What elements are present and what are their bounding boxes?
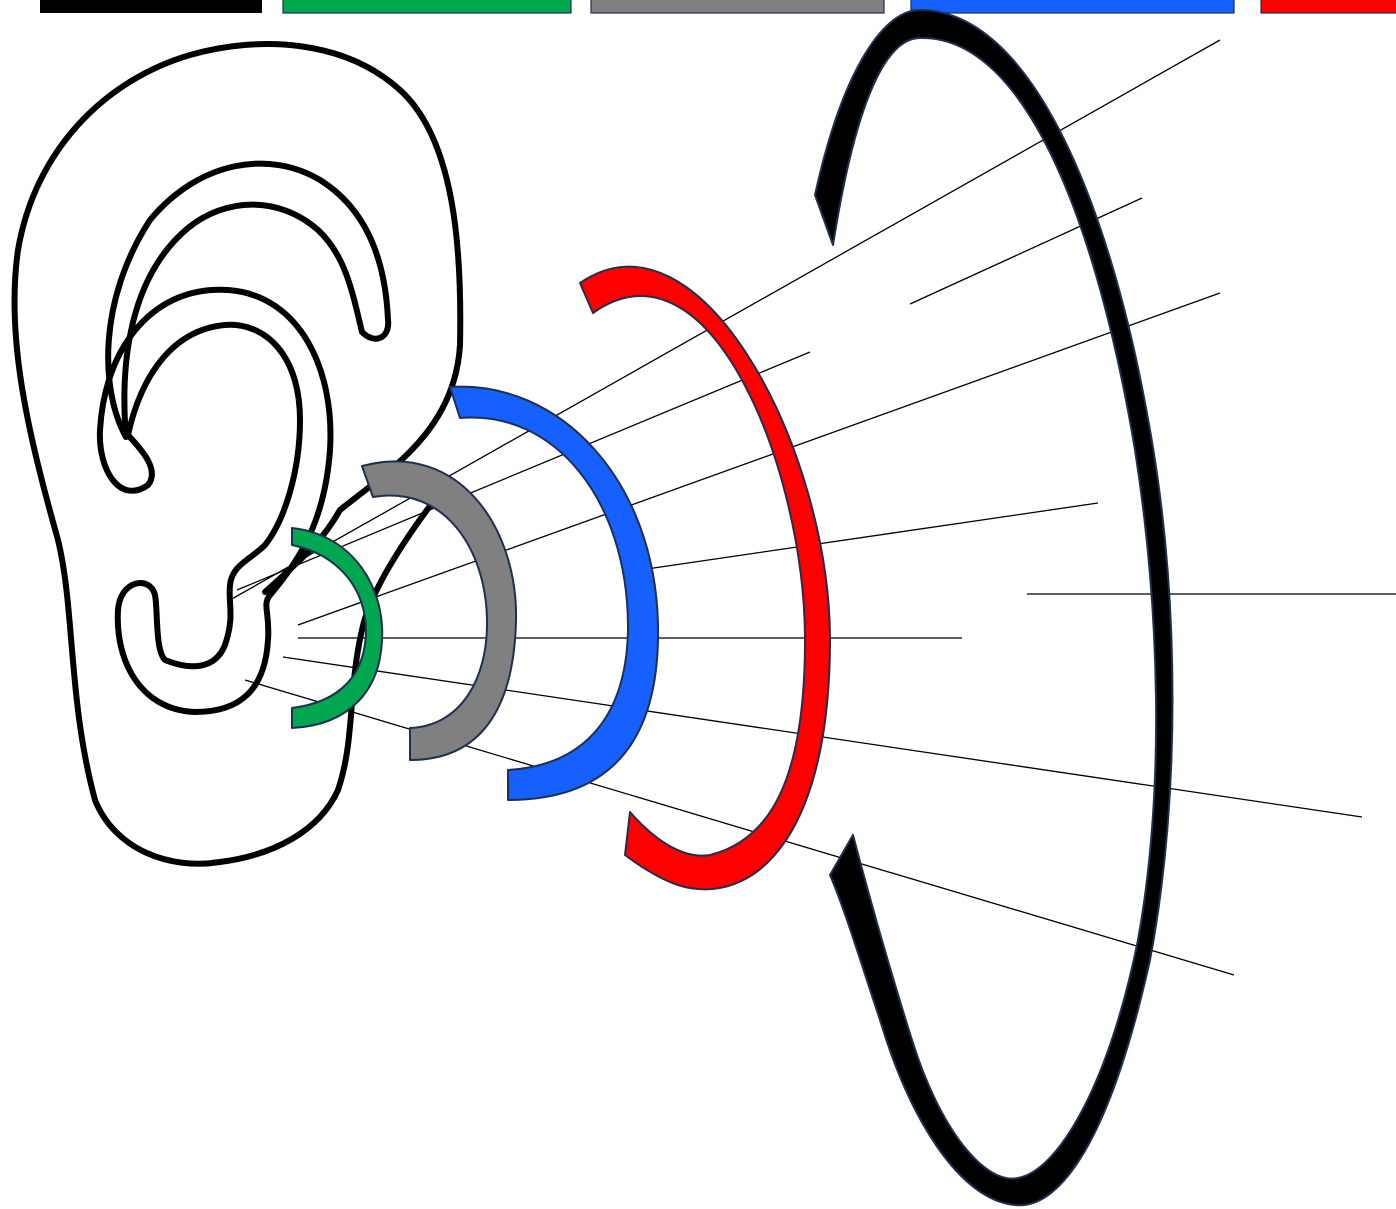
ear-helix-band (108, 164, 388, 437)
arc-gray (362, 461, 516, 760)
arc-blue (450, 387, 658, 800)
ray-5 (640, 503, 1098, 570)
arc-red (580, 267, 830, 890)
legend-swatch-red (1261, 0, 1396, 13)
legend-swatch-black (40, 0, 262, 13)
ear-antihelix (100, 290, 331, 712)
ray-4 (298, 293, 1220, 625)
arc-black (815, 10, 1173, 1205)
legend-swatch-green (283, 0, 571, 13)
ray-1 (230, 40, 1220, 600)
ear-icon (14, 44, 460, 864)
legend-swatch-blue (911, 0, 1234, 13)
legend (40, 0, 1396, 13)
legend-swatch-gray (591, 0, 884, 13)
sound-arcs (292, 10, 1173, 1205)
radiating-lines (230, 40, 1396, 975)
